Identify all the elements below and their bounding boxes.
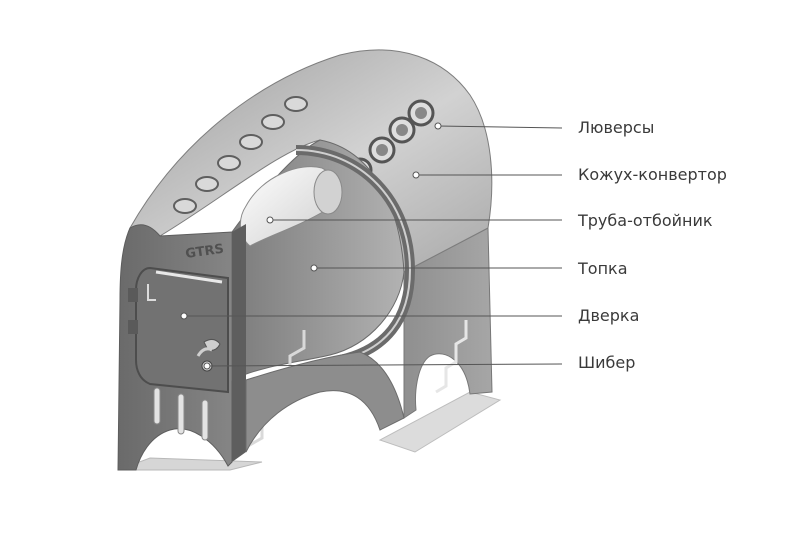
leader-dots xyxy=(180,122,442,370)
louver-row-top xyxy=(173,96,308,214)
damper-lever xyxy=(196,347,213,357)
door-top-rail xyxy=(155,270,223,284)
door-frame xyxy=(135,266,229,394)
door-hinge-bottom xyxy=(128,320,138,334)
label-louvers: Люверсы xyxy=(578,118,655,137)
rear-ribs xyxy=(435,320,468,394)
door-bracket xyxy=(147,284,156,301)
deflector-pipe-end xyxy=(313,169,343,215)
label-firebox: Топка xyxy=(578,259,628,278)
label-deflector-pipe: Труба-отбойник xyxy=(578,211,713,230)
label-door: Дверка xyxy=(578,306,640,325)
base-plate-right xyxy=(378,391,502,453)
label-casing: Кожух-конвертор xyxy=(578,165,727,184)
front-vent-slots xyxy=(153,387,209,441)
leader-lines xyxy=(184,125,563,367)
lower-arch xyxy=(245,351,405,453)
rear-side-panel xyxy=(403,227,493,419)
brand-mark: GTRS xyxy=(184,242,224,262)
label-damper: Шибер xyxy=(578,353,636,372)
leader-damper xyxy=(206,363,563,367)
door-hinge-top xyxy=(128,288,138,302)
cutaway-wall xyxy=(232,224,246,462)
leader-louvers xyxy=(437,125,563,129)
